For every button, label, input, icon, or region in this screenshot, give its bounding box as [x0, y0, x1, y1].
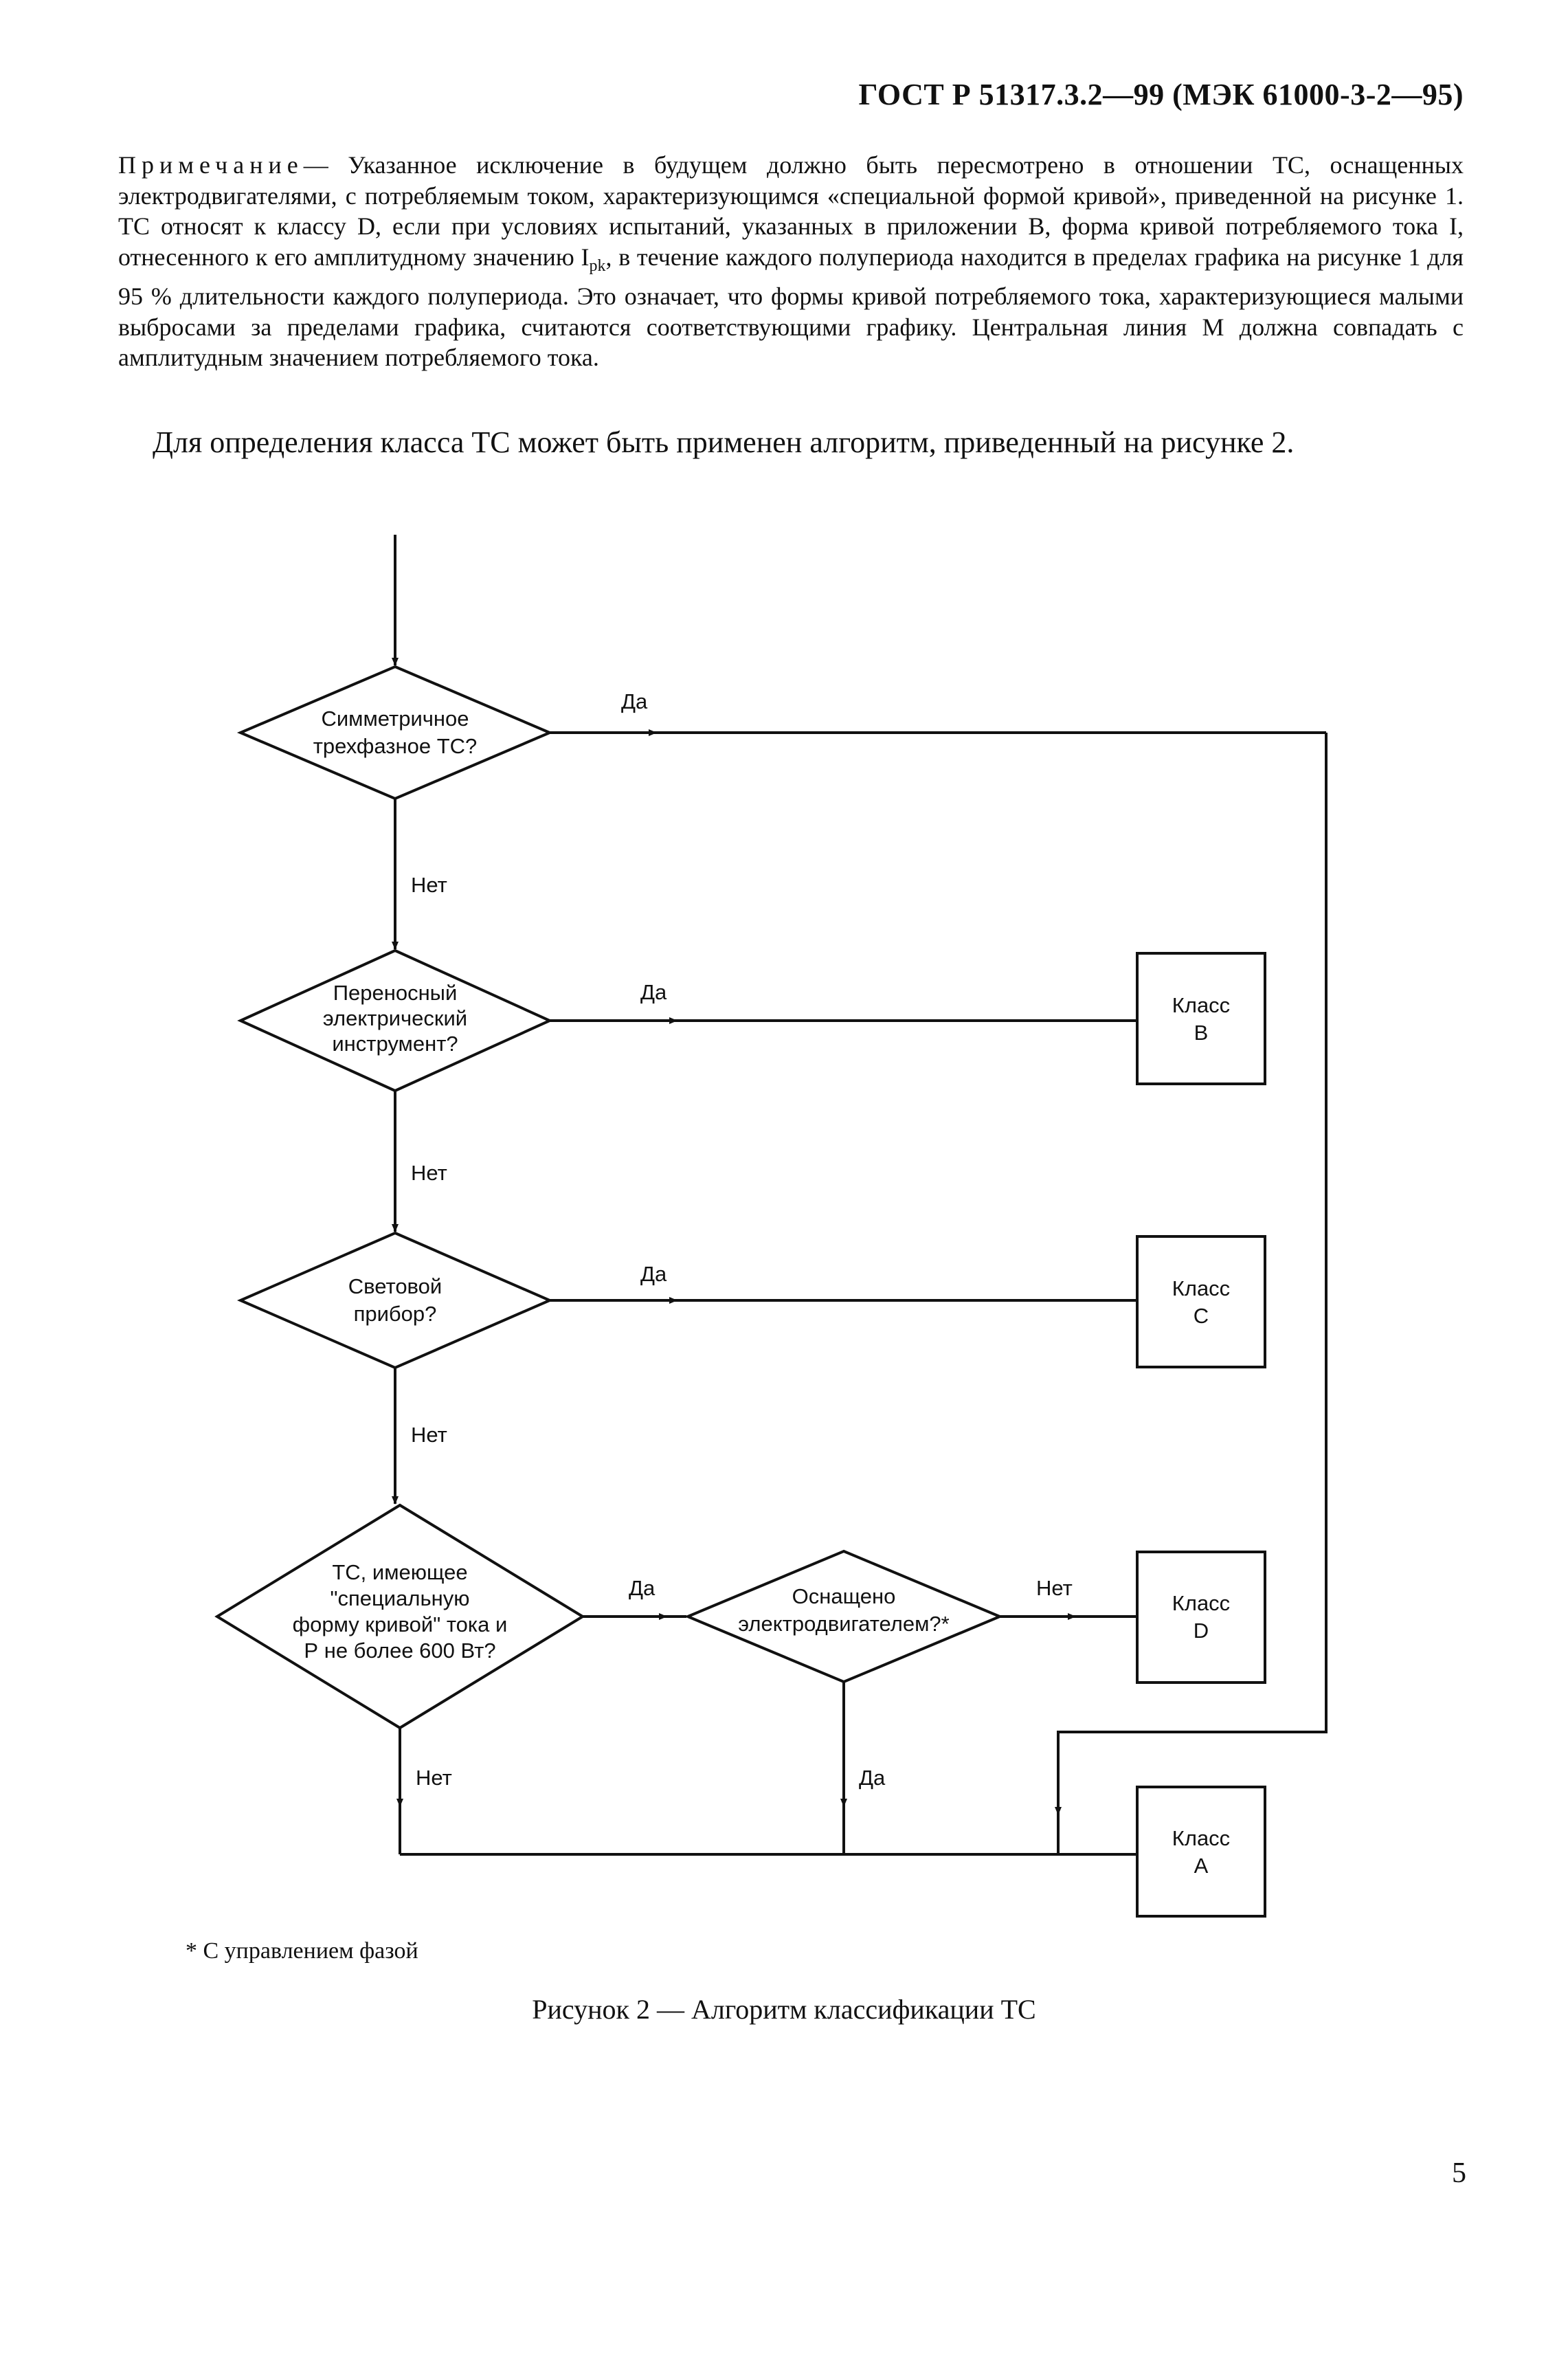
- page-number: 5: [1452, 2157, 1466, 2189]
- d1-line2: трехфазное ТС?: [313, 734, 478, 758]
- figure-caption: Рисунок 2 — Алгоритм классификации ТС: [532, 1994, 1036, 2025]
- d1-line1: Симметричное: [321, 707, 469, 731]
- no-label-4: Нет: [1036, 1576, 1073, 1600]
- class-b-label: Класс: [1172, 993, 1230, 1017]
- d4-line1: ТС, имеющее: [332, 1560, 467, 1584]
- class-c-label: Класс: [1172, 1276, 1230, 1300]
- note-text-part1: — Указанное исключение в будущем должно …: [118, 151, 1464, 271]
- d5-line2: электродвигателем?*: [738, 1612, 949, 1636]
- class-d-letter: D: [1194, 1619, 1209, 1643]
- d5-line1: Оснащено: [792, 1584, 896, 1608]
- yes-label-2: Да: [640, 980, 667, 1004]
- yes-label-4: Да: [629, 1576, 656, 1600]
- document-header: ГОСТ Р 51317.3.2—99 (МЭК 61000-3-2—95): [858, 78, 1464, 111]
- yes-label-1: Да: [621, 689, 648, 713]
- no-label-3: Нет: [411, 1423, 447, 1447]
- class-d-box: [1136, 1551, 1266, 1684]
- class-a-label: Класс: [1172, 1826, 1230, 1850]
- yes-label-3: Да: [640, 1262, 667, 1286]
- class-a-box: [1136, 1786, 1266, 1918]
- d4-line2: "специальную: [331, 1586, 470, 1610]
- d2-line1: Переносный: [333, 981, 458, 1005]
- d4-line3: форму кривой" тока и: [293, 1612, 508, 1636]
- note-text-part2: , в течение каждого полупериода находитс…: [118, 243, 1464, 372]
- no-label-5: Нет: [416, 1766, 452, 1790]
- yes-label-5: Да: [859, 1766, 886, 1790]
- d4-line4: Р не более 600 Вт?: [304, 1639, 495, 1663]
- class-b-letter: B: [1194, 1021, 1209, 1045]
- intro-paragraph: Для определения класса ТС может быть при…: [153, 425, 1295, 459]
- d2-line3: инструмент?: [332, 1032, 458, 1056]
- d3-line2: прибор?: [354, 1302, 437, 1326]
- note-paragraph: Примечание— Указанное исключение в будущ…: [118, 150, 1464, 373]
- decision-symmetric-3phase: [236, 665, 554, 801]
- class-d-label: Класс: [1172, 1591, 1230, 1615]
- class-c-box: [1136, 1235, 1266, 1368]
- no-label-2: Нет: [411, 1161, 447, 1185]
- d3-line1: Световой: [348, 1274, 443, 1298]
- class-c-letter: C: [1194, 1304, 1209, 1328]
- class-a-letter: A: [1194, 1854, 1209, 1878]
- no-label-1: Нет: [411, 873, 447, 897]
- decision-lighting: [236, 1231, 554, 1370]
- note-subscript: pk: [589, 256, 606, 275]
- d2-line2: электрический: [323, 1006, 467, 1030]
- note-lead: Примечание: [118, 151, 304, 179]
- footnote: * С управлением фазой: [186, 1938, 418, 1964]
- class-b-box: [1136, 952, 1266, 1085]
